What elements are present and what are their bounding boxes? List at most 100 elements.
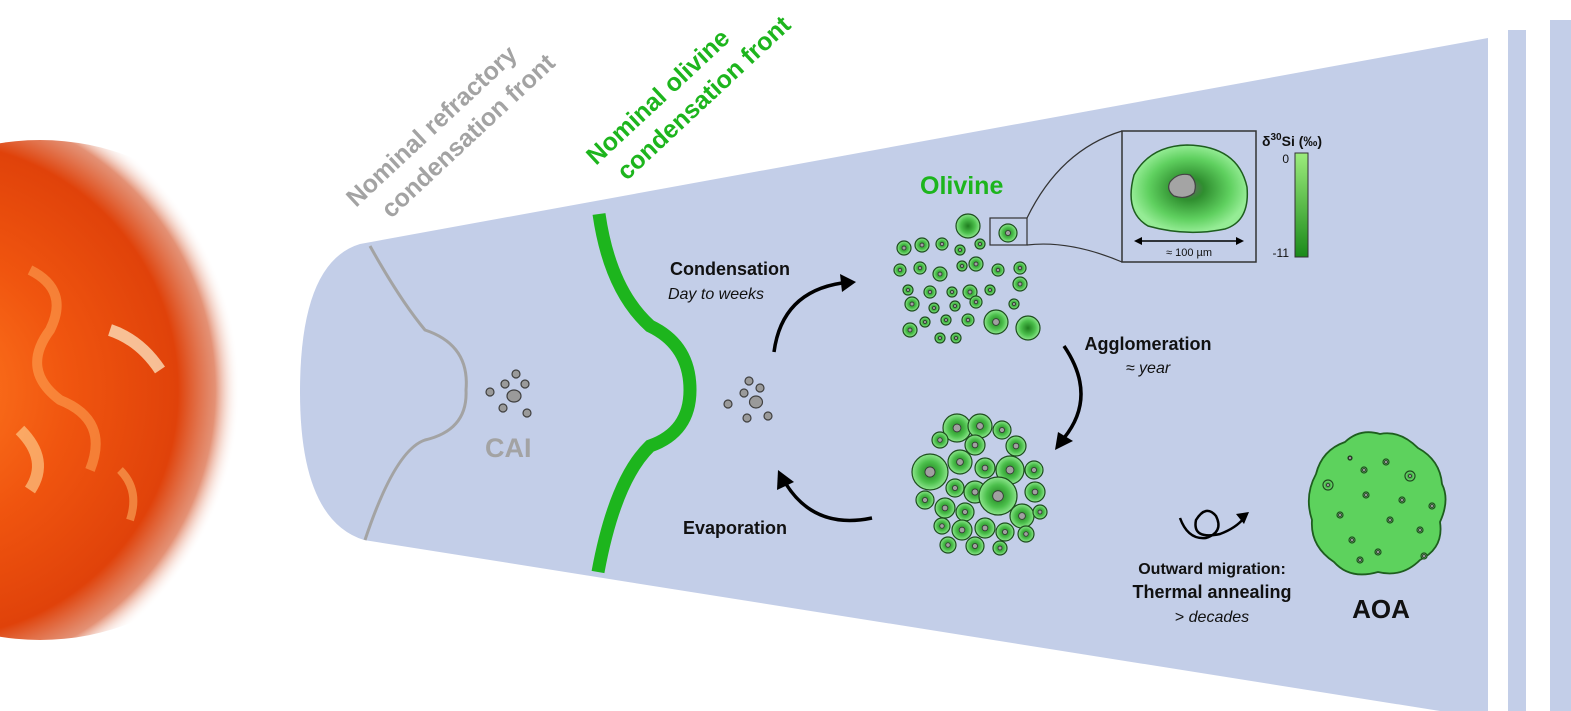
olivine-grain-core xyxy=(907,327,913,333)
disk-edge-band-1 xyxy=(1508,30,1526,711)
agglomerate-grain-core xyxy=(1018,512,1026,520)
olivine-front-line xyxy=(591,213,697,574)
aoa-inclusion-core xyxy=(1348,456,1352,460)
olivine-front-label: Nominal olivine condensation front xyxy=(581,10,797,185)
scale-bar-arrow-left xyxy=(1134,237,1142,245)
agglomerate-grain-core xyxy=(999,427,1005,433)
olivine-grain-core xyxy=(944,318,948,322)
olivine-grain-core xyxy=(906,288,910,292)
condensation-arrow xyxy=(772,281,843,353)
olivine-grain-core xyxy=(923,320,927,324)
scale-bar-label: ≈ 100 µm xyxy=(1166,247,1212,259)
agglomerate-grain-core xyxy=(1005,465,1015,475)
colorbar-title-delta: δ xyxy=(1262,133,1271,149)
agglomerate-grain-core xyxy=(962,509,968,515)
aoa-inclusions xyxy=(1322,455,1436,564)
olivine-grain-core xyxy=(950,290,954,294)
olivine-grain-core xyxy=(1017,281,1023,287)
refractory-front-line xyxy=(363,245,468,541)
agglomerate-grain-core xyxy=(972,543,978,549)
aoa-inclusion-core xyxy=(1430,504,1434,508)
aoa-aggregate xyxy=(1307,431,1447,576)
migration-spiral-arrowhead xyxy=(1236,512,1249,524)
evaporation-label: Evaporation xyxy=(683,518,787,538)
agglomerate-grain-core xyxy=(1031,467,1037,473)
zoom-source-box xyxy=(989,217,1028,246)
agglomerate-grain-core xyxy=(1002,529,1008,535)
agglomerate-grain-core xyxy=(1037,509,1043,515)
agglomerate-grain-core xyxy=(939,523,945,529)
olivine-grain-core xyxy=(909,301,915,307)
olivine-grain xyxy=(955,213,981,239)
aoa-inclusion-core xyxy=(1364,493,1368,497)
colorbar-title-sup: 30 xyxy=(1271,132,1283,143)
olivine-grain-core xyxy=(939,241,945,247)
condensation-arrowhead xyxy=(840,274,856,292)
cai-grains xyxy=(485,369,532,418)
olivine-label: Olivine xyxy=(920,172,1003,200)
olivine-grain-core xyxy=(958,248,962,252)
zoom-connector-top xyxy=(1026,130,1123,219)
condensation-label: Condensation xyxy=(670,259,790,279)
olivine-grain-core xyxy=(992,318,1000,326)
evaporation-arrow xyxy=(784,483,873,523)
agglomeration-label: Agglomeration xyxy=(1084,334,1211,354)
aoa-inclusion-core xyxy=(1388,518,1392,522)
cai-label: CAI xyxy=(485,433,532,463)
agglomeration-time: ≈ year xyxy=(1126,360,1171,377)
olivine-grain-core xyxy=(901,245,907,251)
olivine-grain-core xyxy=(965,317,971,323)
colorbar xyxy=(1294,152,1309,258)
aoa-inclusion-core xyxy=(1338,513,1342,517)
migration-time-prefix: > xyxy=(1175,609,1189,626)
agglomerate-grain-core xyxy=(952,423,962,433)
agglomerate-grain-core xyxy=(1031,488,1039,496)
agglomerate-grain-core xyxy=(971,488,979,496)
aoa-inclusion-core xyxy=(1362,468,1366,472)
migration-label-line1: Outward migration: xyxy=(1138,561,1286,578)
agglomerate-grain-core xyxy=(956,458,964,466)
evaporation-arrowhead xyxy=(777,470,794,490)
agglomerate-grain-core xyxy=(924,466,936,478)
olivine-grains xyxy=(893,213,1041,344)
aoa-inclusion-core xyxy=(1400,498,1404,502)
olivine-grain-core xyxy=(938,336,942,340)
olivine-grain-core xyxy=(919,242,925,248)
scale-bar-arrow-right xyxy=(1236,237,1244,245)
colorbar-title-rest: Si (‰) xyxy=(1282,133,1322,149)
olivine-grain-core xyxy=(937,271,943,277)
olivine-grain-core xyxy=(932,306,936,310)
olivine-grain-core xyxy=(960,264,964,268)
aoa-inclusion-core xyxy=(1408,474,1412,478)
olivine-grain-core xyxy=(988,288,992,292)
aoa-inclusion-core xyxy=(1422,554,1426,558)
refractory-front-label: Nominal refractory condensation front xyxy=(341,40,561,223)
aoa-label: AOA xyxy=(1352,594,1410,624)
aoa-inclusion-core xyxy=(1326,483,1330,487)
agglomerate-grain-core xyxy=(958,526,966,534)
olivine-grain-core xyxy=(1012,302,1016,306)
agglomerate-grain-core xyxy=(922,497,928,503)
agglomerate-grain-core xyxy=(941,504,949,512)
agglomerate-grain-core xyxy=(1012,442,1020,450)
colorbar-max-label: 0 xyxy=(1282,152,1289,166)
olivine-grain-core xyxy=(967,289,973,295)
agglomerate-grain-core xyxy=(992,490,1004,502)
agglomerate-grain-core xyxy=(976,422,984,430)
agglomerate-grain-core xyxy=(981,524,989,532)
migration-time-value: decades xyxy=(1189,609,1250,626)
agglomeration-arrowhead xyxy=(1055,432,1073,450)
agglomerate-grain-core xyxy=(1023,531,1029,537)
zoom-connector-bottom xyxy=(1026,243,1123,263)
agglomerate-grain-core xyxy=(997,545,1003,551)
migration-spiral-icon xyxy=(1178,509,1245,540)
aoa-inclusion-core xyxy=(1376,550,1380,554)
disk-edge-band-2 xyxy=(1550,20,1571,711)
migration-time: > decades xyxy=(1175,609,1249,626)
olivine-agglomerate xyxy=(911,413,1048,556)
aoa-inclusion-core xyxy=(1350,538,1354,542)
olivine-grain-core xyxy=(897,267,903,273)
olivine-grain-core xyxy=(978,242,982,246)
refractory-grains xyxy=(723,376,773,423)
